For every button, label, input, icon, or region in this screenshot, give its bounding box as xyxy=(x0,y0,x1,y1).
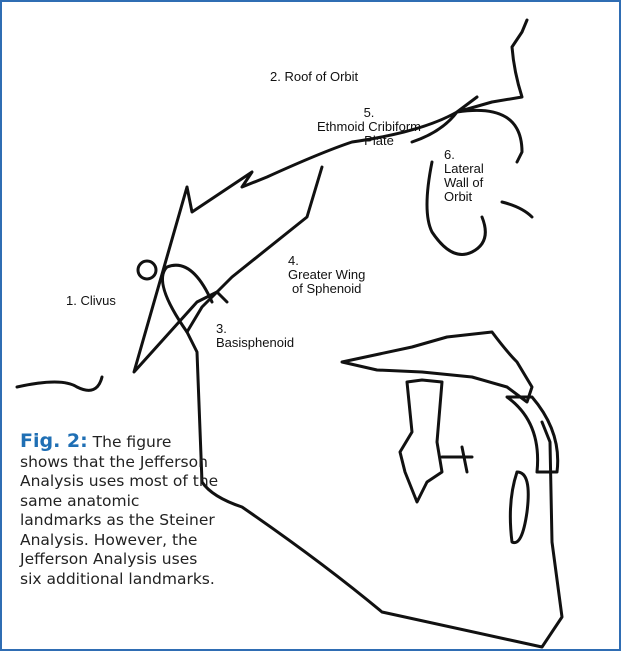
label-roof-of-orbit: 2. Roof of Orbit xyxy=(270,69,359,84)
label-sphenoid-line1: Greater Wing xyxy=(288,267,366,282)
label-sphenoid-number: 4. xyxy=(288,253,299,268)
ramus-mandible xyxy=(185,330,564,649)
orbit-lateral-wall xyxy=(425,160,534,256)
cranial-base-outline xyxy=(132,18,529,374)
sphenoid-line xyxy=(185,165,324,334)
label-lateral-line1: Lateral xyxy=(444,161,484,176)
maxilla xyxy=(340,330,534,404)
incisor xyxy=(505,395,560,474)
label-lateral-number: 6. xyxy=(444,147,455,162)
ear-rod xyxy=(136,259,158,281)
clivus-loop xyxy=(161,263,214,334)
label-lateral-line3: Orbit xyxy=(444,189,473,204)
caption-text: The figure shows that the Jefferson Anal… xyxy=(20,433,219,588)
label-lateral-wall: 6. Lateral Wall of Orbit xyxy=(444,148,484,204)
label-basisphenoid: 3. Basisphenoid xyxy=(216,322,294,350)
label-greater-wing: 4. Greater Wing of Sphenoid xyxy=(288,254,365,296)
label-basi-number: 3. xyxy=(216,321,227,336)
label-ethmoid-line2: Plate xyxy=(364,133,394,148)
figure-number: Fig. 2: xyxy=(20,430,88,452)
label-basi-text: Basisphenoid xyxy=(216,335,295,350)
label-ethmoid-number: 5. xyxy=(363,105,375,120)
label-sphenoid-line2: of Sphenoid xyxy=(292,281,362,296)
tooth xyxy=(398,378,474,504)
label-ethmoid: 5. Ethmoid Cribiform Plate xyxy=(314,106,424,148)
figure-caption: Fig. 2: The figure shows that the Jeffer… xyxy=(20,430,220,589)
label-lateral-line2: Wall of xyxy=(444,175,484,190)
label-clivus: 1. Clivus xyxy=(66,293,116,308)
occipital-line xyxy=(15,375,104,392)
label-ethmoid-line1: Ethmoid Cribiform xyxy=(316,119,422,134)
